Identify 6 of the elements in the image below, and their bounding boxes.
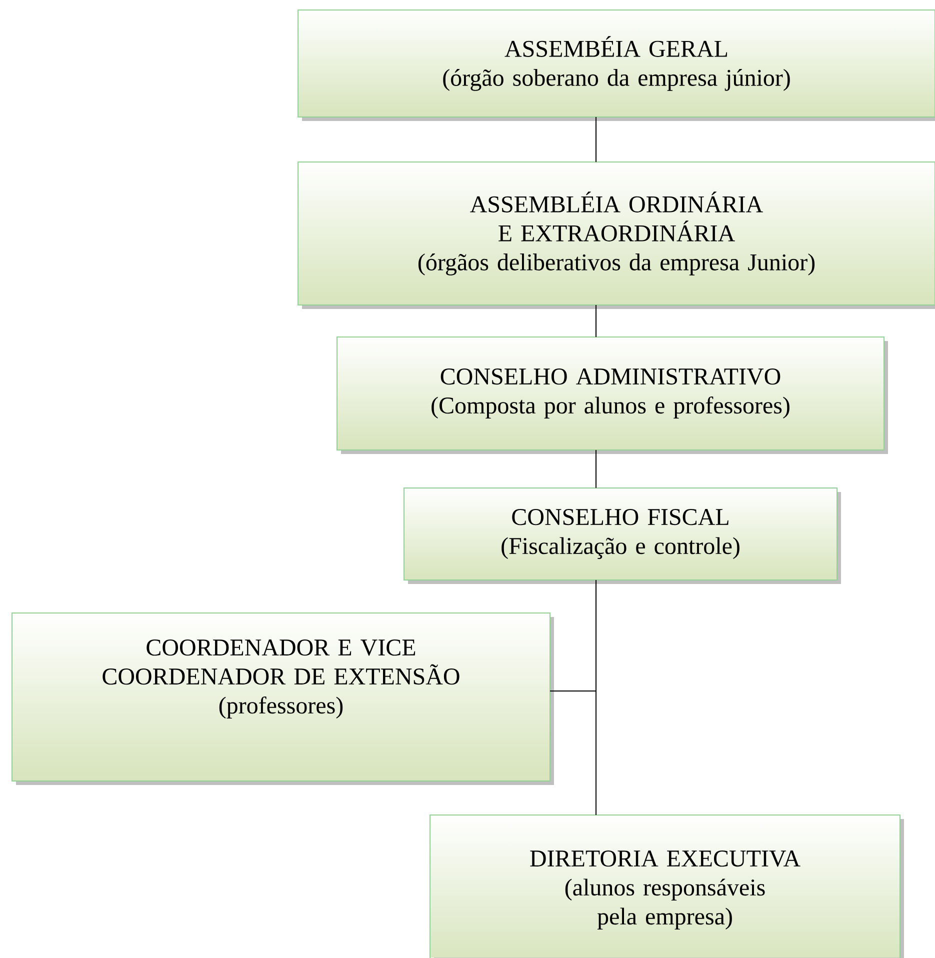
org-box: ASSEMBLÉIA ORDINÁRIA E EXTRAORDINÁRIA (órgãos deliberativos da empresa Junior) (298, 162, 935, 309)
org-box: CONSELHO FISCAL (Fiscalização e controle) (404, 488, 841, 584)
org-box: CONSELHO ADMINISTRATIVO (Composta por alunos e professores) (336, 336, 888, 454)
org-box: ASSEMBÉIA GERAL (órgão soberano da empresa júnior) (298, 10, 935, 121)
org-box: DIRETORIA EXECUTIVA (alunos responsáveis pela empresa) (430, 814, 904, 958)
org-box: COORDENADOR E VICE COORDENADOR DE EXTENSÃO (professores) (12, 612, 554, 785)
